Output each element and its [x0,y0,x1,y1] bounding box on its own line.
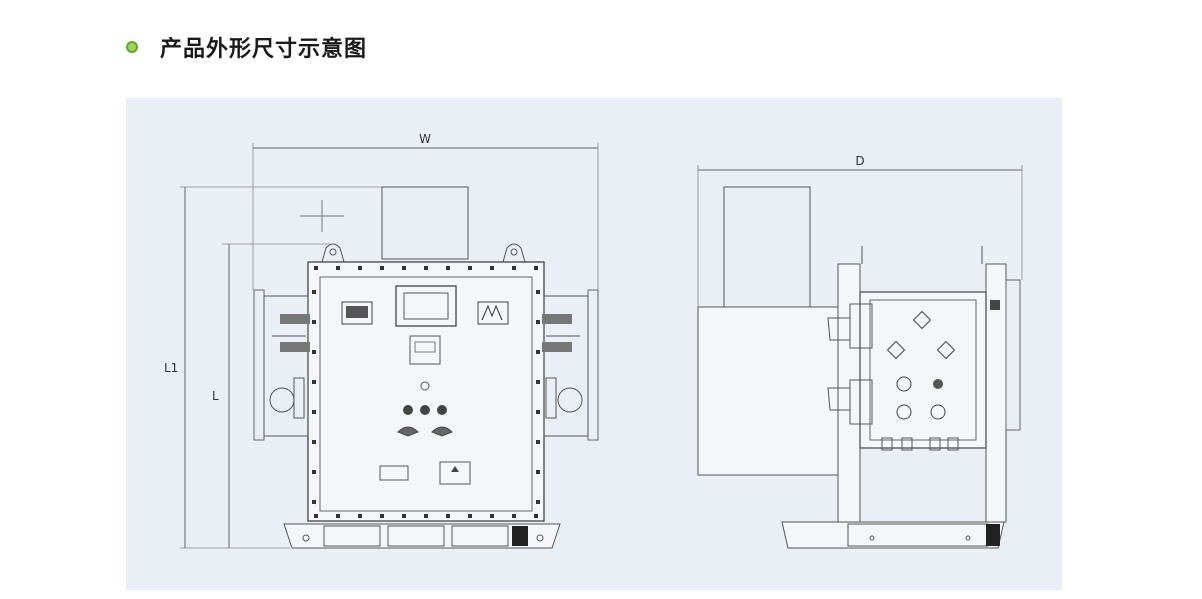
section-header: 产品外形尺寸示意图 [126,32,367,62]
cabinet-bolts [312,266,540,518]
label-w: W [419,132,431,146]
front-view: W L1 L [164,132,599,549]
dimension-l1: L1 [164,186,382,549]
dimension-diagram: W L1 L [164,132,1023,549]
label-l1: L1 [164,361,178,375]
dimension-d: D [697,154,1023,310]
bullet-icon [126,41,138,53]
front-right-side-box [542,289,599,441]
label-l: L [212,389,219,403]
side-base-skid [781,521,1005,549]
front-base-skid [283,523,561,549]
dimension-w: W [252,132,599,290]
front-left-side-box [253,289,310,441]
dimension-l: L [212,243,330,548]
page-title: 产品外形尺寸示意图 [160,37,368,62]
diagram-panel: W L1 L [126,98,1062,590]
side-view: D [697,154,1023,549]
label-d: D [855,154,864,168]
